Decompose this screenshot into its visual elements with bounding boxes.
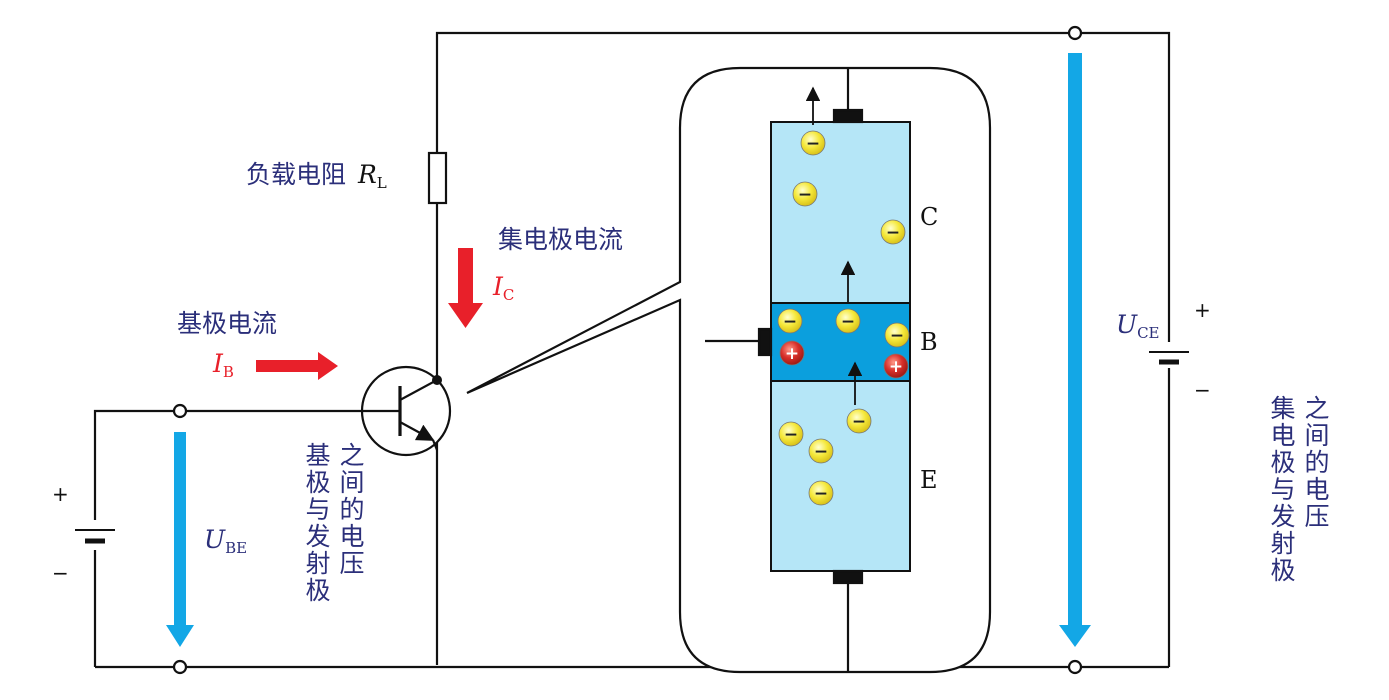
collector-current-label: 集电极电流 (498, 225, 624, 254)
ib-arrow (256, 352, 338, 380)
terminal-uce-bottom (1067, 659, 1083, 675)
collector-junction-dot (432, 375, 442, 385)
electron: − (778, 421, 804, 447)
load-resistor-symbol: R (357, 160, 377, 189)
electron: − (835, 308, 861, 334)
electron: − (846, 408, 872, 434)
uce-subscript: CE (1137, 324, 1160, 342)
svg-text:−: − (814, 442, 828, 462)
electron: − (808, 480, 834, 506)
base-current-label: 基极电流 (177, 309, 278, 338)
ube-arrow (166, 432, 194, 647)
electron: − (880, 219, 906, 245)
region-c-label: C (920, 203, 939, 231)
emitter-arrow (399, 421, 435, 441)
battery-left-minus: − (52, 561, 69, 585)
callout-bubble (466, 66, 992, 674)
ce-voltage-col1: 之间的电压 (1301, 395, 1330, 530)
load-resistor-subscript: L (376, 174, 387, 192)
ic-symbol: I (493, 272, 503, 301)
voltage-arrows (166, 53, 1091, 647)
load-resistor-label: 负载电阻 RL (246, 155, 387, 192)
svg-text:−: − (783, 312, 797, 332)
svg-text:−: − (806, 134, 820, 154)
emitter-region (770, 380, 911, 572)
electron: − (884, 322, 910, 348)
ib-subscript: B (222, 363, 234, 381)
flow-arrows (805, 86, 863, 405)
base-contact (757, 327, 773, 357)
left-loop-wire (93, 409, 322, 667)
svg-text:−: − (890, 326, 904, 346)
svg-text:+: + (889, 357, 903, 377)
hole: + (883, 353, 909, 379)
ce-voltage-col2: 集电极与发射极 (1267, 395, 1296, 584)
hole: + (779, 340, 805, 366)
electron: − (800, 130, 826, 156)
terminal-ube-top (172, 403, 188, 419)
ic-subscript: C (502, 286, 515, 304)
region-b-label: B (920, 328, 938, 356)
uce-symbol: U (1116, 310, 1138, 339)
svg-text:−: − (852, 412, 866, 432)
transistor-symbol (360, 365, 452, 457)
be-voltage-col2: 基极与发射极 (302, 442, 331, 604)
circuit-wires (93, 31, 1171, 669)
load-resistor (427, 151, 448, 205)
current-arrows (256, 248, 483, 380)
terminal-uce-top (1067, 25, 1083, 41)
svg-text:−: − (841, 312, 855, 332)
terminal-ube-bottom (172, 659, 188, 675)
uce-label: UCE (1116, 310, 1160, 342)
ube-subscript: BE (225, 539, 248, 557)
ib-symbol: I (213, 349, 223, 378)
contacts (705, 68, 864, 672)
be-voltage-col1: 之间的电压 (336, 442, 365, 577)
ic-label: IC (493, 272, 514, 304)
region-e-label: E (920, 466, 938, 494)
battery-left (75, 520, 115, 550)
battery-left-plus: + (52, 482, 69, 506)
svg-text:−: − (784, 425, 798, 445)
terminals (172, 25, 1083, 675)
collector-region (770, 121, 911, 304)
ube-label: UBE (204, 525, 247, 557)
hole-group: ++ (779, 340, 909, 379)
electron: − (808, 438, 834, 464)
load-resistor-text: 负载电阻 (246, 160, 347, 189)
battery-right-minus: − (1194, 378, 1211, 402)
svg-text:−: − (886, 223, 900, 243)
electron-group: −−−−−−−−−− (777, 130, 910, 506)
electron: − (792, 181, 818, 207)
collector-contact (832, 108, 864, 124)
ib-label: IB (213, 349, 234, 381)
svg-text:+: + (785, 344, 799, 364)
uce-arrow (1059, 53, 1091, 647)
battery-right (1149, 342, 1189, 368)
ube-symbol: U (204, 525, 226, 554)
emitter-contact (832, 569, 864, 585)
electron: − (777, 308, 803, 334)
svg-text:−: − (814, 484, 828, 504)
svg-text:−: − (798, 185, 812, 205)
ic-arrow (448, 248, 483, 328)
battery-right-plus: + (1194, 298, 1211, 322)
